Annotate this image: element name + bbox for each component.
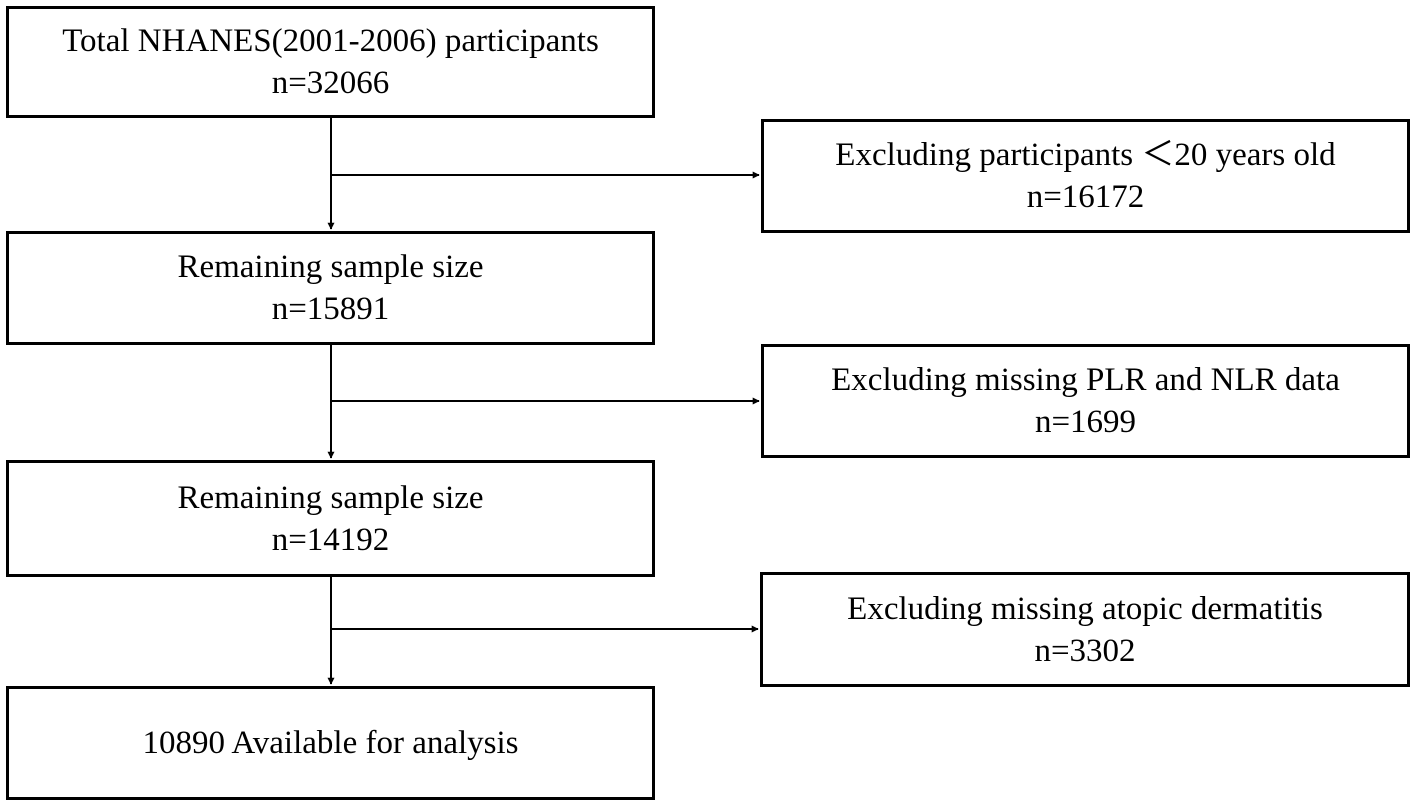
remaining-sample-label-2: Remaining sample size (177, 479, 484, 516)
exclusion-atopic-count: n=3302 (1034, 632, 1136, 669)
exclusion-box-age: Excluding participants ＜20 years old n=1… (761, 119, 1410, 233)
final-analysis-box: 10890 Available for analysis (6, 686, 655, 800)
exclusion-plr-nlr-count: n=1699 (1034, 404, 1137, 440)
remaining-sample-label-1: Remaining sample size (177, 249, 484, 285)
exclusion-atopic-label: Excluding missing atopic dermatitis (847, 590, 1323, 627)
exclusion-box-plr-nlr: Excluding missing PLR and NLR data n=169… (761, 344, 1410, 458)
remaining-sample-count-1: n=15891 (271, 291, 390, 327)
exclusion-box-atopic-dermatitis: Excluding missing atopic dermatitis n=33… (760, 572, 1410, 687)
total-participants-count: n=32066 (271, 65, 390, 101)
remaining-sample-count-2: n=14192 (271, 521, 390, 558)
total-participants-label: Total NHANES(2001-2006) participants (62, 23, 599, 59)
total-participants-box: Total NHANES(2001-2006) participants n=3… (6, 6, 655, 118)
exclusion-age-label: Excluding participants ＜20 years old (835, 137, 1336, 173)
final-analysis-label: 10890 Available for analysis (142, 725, 519, 761)
remaining-sample-box-1: Remaining sample size n=15891 (6, 231, 655, 345)
exclusion-age-count: n=16172 (1026, 179, 1145, 215)
remaining-sample-box-2: Remaining sample size n=14192 (6, 460, 655, 577)
exclusion-plr-nlr-label: Excluding missing PLR and NLR data (831, 362, 1340, 398)
